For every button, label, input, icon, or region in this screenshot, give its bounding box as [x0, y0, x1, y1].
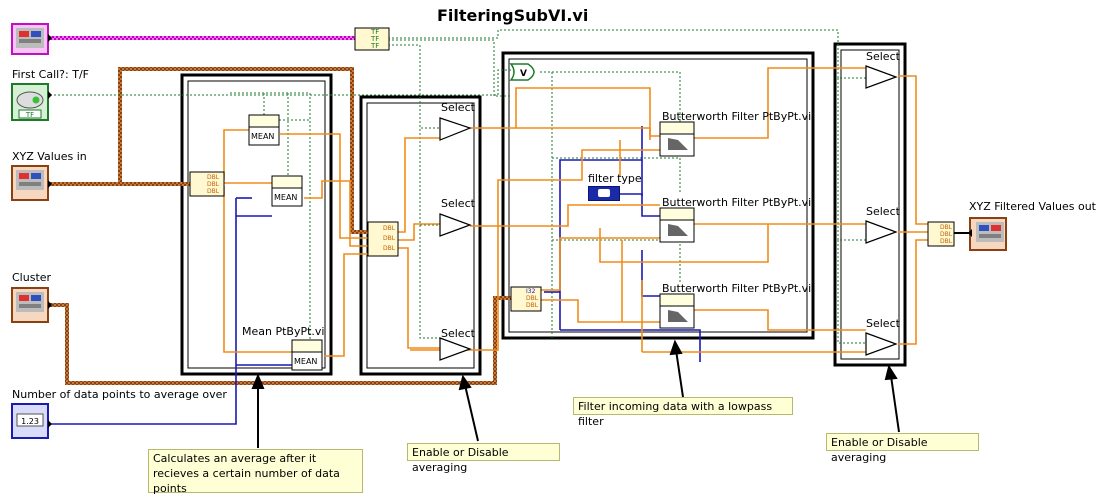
- mean-vi-label: Mean PtByPt.vi: [242, 325, 325, 338]
- num-points-control[interactable]: 1.23: [11, 403, 52, 439]
- dbl-label-b1: DBL: [383, 225, 396, 232]
- unbundle-node-1: [189, 171, 225, 197]
- note-filter: Filter incoming data with a lowpass filt…: [573, 397, 793, 428]
- cluster-label: Cluster: [12, 271, 52, 284]
- dbl-label-d3: DBL: [940, 238, 953, 245]
- select-label-1: Select: [441, 101, 475, 114]
- select-label-2: Select: [441, 197, 475, 210]
- refnum-control[interactable]: [11, 23, 52, 55]
- select-label-4: Select: [866, 50, 900, 63]
- dbl-label-c2: DBL: [526, 302, 539, 309]
- note-enable-2: Enable or Disable averaging: [826, 433, 979, 464]
- first-call-label: First Call?: T/F: [12, 68, 89, 81]
- tf-ctrl-text: TF: [25, 111, 34, 119]
- xyz-out-label: XYZ Filtered Values out: [969, 200, 1096, 213]
- dbl-label-c1: DBL: [526, 295, 539, 302]
- mean-vi-nodes: [248, 114, 323, 371]
- dbl-label-a1: DBL: [207, 174, 220, 181]
- filter-label-2: Butterworth Filter PtByPt.vi: [662, 196, 812, 209]
- wires: [50, 29, 970, 425]
- dbl-label-d2: DBL: [940, 231, 953, 238]
- dbl-label-a3: DBL: [207, 188, 220, 195]
- dbl-label-a2: DBL: [207, 181, 220, 188]
- select-label-5: Select: [866, 205, 900, 218]
- butterworth-nodes: [659, 121, 695, 329]
- mean-label-3: MEAN: [294, 357, 318, 366]
- bundle-node-out: [927, 221, 955, 247]
- select-nodes: [439, 65, 898, 361]
- filter-type-label: filter type: [588, 172, 642, 185]
- or-node: V: [509, 63, 535, 81]
- tf-label-1: TF: [371, 28, 380, 36]
- ring-icon: [598, 189, 610, 197]
- i32-label: I32: [526, 288, 536, 295]
- select-label-3: Select: [441, 327, 475, 340]
- note-arrows: [251, 339, 900, 448]
- tf-label-2: TF: [371, 35, 380, 43]
- tf-cluster-node: [354, 27, 390, 51]
- cluster-control[interactable]: [11, 287, 52, 323]
- filter-label-1: Butterworth Filter PtByPt.vi: [662, 110, 812, 123]
- mean-label-1: MEAN: [251, 132, 275, 141]
- cluster-wire-in: [50, 67, 368, 234]
- select-label-6: Select: [866, 317, 900, 330]
- unbundle-node-2: [367, 221, 399, 257]
- mean-label-2: MEAN: [274, 193, 298, 202]
- filter-type-control[interactable]: [588, 186, 620, 201]
- note-enable-1: Enable or Disable averaging: [407, 443, 560, 474]
- diagram-title: FilteringSubVI.vi: [437, 6, 589, 25]
- svg-text:V: V: [520, 69, 527, 79]
- dbl-label-d1: DBL: [940, 224, 953, 231]
- note-average: Calculates an average after it recieves …: [148, 449, 363, 495]
- first-call-control[interactable]: TF: [11, 83, 52, 121]
- unbundle-node-3: [510, 286, 542, 312]
- xyz-out-indicator[interactable]: [968, 217, 1007, 251]
- filter-label-3: Butterworth Filter PtByPt.vi: [662, 282, 812, 295]
- num-points-label: Number of data points to average over: [12, 388, 227, 401]
- dbl-label-b2: DBL: [383, 235, 396, 242]
- xyz-in-control[interactable]: [11, 165, 52, 201]
- num-ctrl-text: 1.23: [21, 417, 39, 426]
- dbl-label-b3: DBL: [383, 245, 396, 252]
- xyz-in-label: XYZ Values in: [12, 150, 87, 163]
- tf-label-3: TF: [371, 42, 380, 50]
